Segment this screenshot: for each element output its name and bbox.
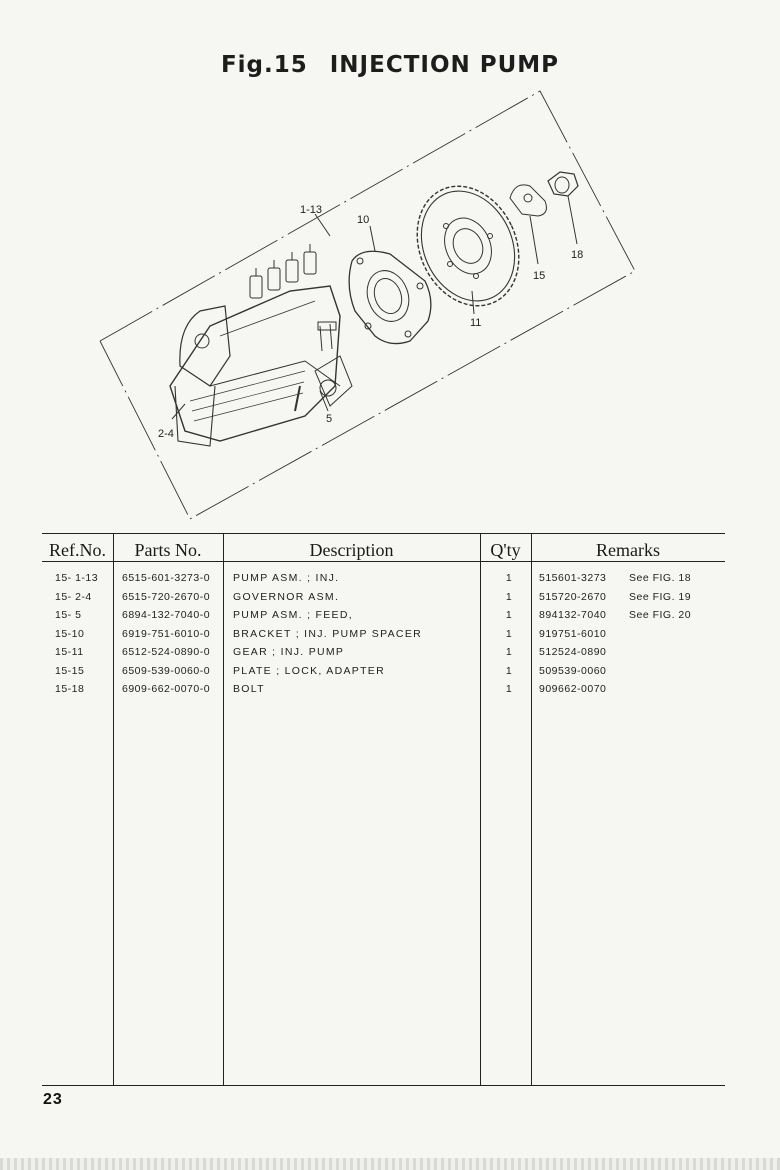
cell-description: GOVERNOR ASM. xyxy=(233,590,340,603)
callout-10: 10 xyxy=(357,214,369,226)
cell-description: PLATE ; LOCK, ADAPTER xyxy=(233,664,385,677)
callout-5: 5 xyxy=(326,413,332,425)
cell-qty: 1 xyxy=(505,627,513,640)
table-row: 15-11 6512-524-0890-0 GEAR ; INJ. PUMP 1… xyxy=(42,644,725,663)
header-ref-no: Ref.No. xyxy=(49,540,106,560)
cell-see-fig: See FIG. 20 xyxy=(629,609,692,621)
cell-qty: 1 xyxy=(505,590,513,603)
table-row: 15-18 6909-662-0070-0 BOLT 1 909662-0070 xyxy=(42,681,725,700)
table-row: 15- 5 6894-132-7040-0 PUMP ASM. ; FEED, … xyxy=(42,607,725,626)
table-row: 15- 1-13 6515-601-3273-0 PUMP ASM. ; INJ… xyxy=(42,570,725,589)
cell-see-fig: See FIG. 19 xyxy=(629,590,692,603)
header-remarks: Remarks xyxy=(596,540,660,560)
cell-part: 6509-539-0060-0 xyxy=(122,664,211,677)
cell-ref: 15- 5 xyxy=(55,609,82,621)
callout-1-13: 1-13 xyxy=(300,204,322,216)
cell-remark: 515720-2670 xyxy=(539,590,607,603)
cell-ref: 15-15 xyxy=(55,664,85,677)
callout-2-4: 2-4 xyxy=(158,428,174,440)
cell-part: 6515-720-2670-0 xyxy=(122,590,211,603)
cell-part: 6512-524-0890-0 xyxy=(122,646,211,658)
figure-title: Fig.15 INJECTION PUMP xyxy=(0,52,780,78)
parts-table: Ref.No. Parts No. Description Q'ty Remar… xyxy=(42,533,725,1086)
cell-remark: 919751-6010 xyxy=(539,627,607,640)
header-parts-no: Parts No. xyxy=(134,540,202,560)
cell-description: PUMP ASM. ; INJ. xyxy=(233,572,340,584)
cell-description: GEAR ; INJ. PUMP xyxy=(233,646,345,658)
cell-qty: 1 xyxy=(505,609,513,621)
cell-remark: 909662-0070 xyxy=(539,683,607,695)
figure-label: Fig.15 xyxy=(220,52,308,78)
col-divider-qty xyxy=(531,533,532,1085)
callout-18: 18 xyxy=(571,249,583,261)
callout-15: 15 xyxy=(533,270,545,282)
cell-description: BRACKET ; INJ. PUMP SPACER xyxy=(233,627,423,640)
cell-ref: 15-18 xyxy=(55,683,85,695)
cell-description: PUMP ASM. ; FEED, xyxy=(233,609,353,621)
cell-remark: 515601-3273 xyxy=(539,572,607,584)
cell-part: 6909-662-0070-0 xyxy=(122,683,211,695)
cell-qty: 1 xyxy=(505,664,513,677)
cell-part: 6515-601-3273-0 xyxy=(122,572,211,584)
callout-11: 11 xyxy=(470,317,481,329)
table-header-rule xyxy=(42,561,725,562)
table-bottom-rule xyxy=(42,1085,725,1086)
cell-ref: 15-11 xyxy=(55,646,84,658)
table-row: 15- 2-4 6515-720-2670-0 GOVERNOR ASM. 1 … xyxy=(42,589,725,608)
cell-qty: 1 xyxy=(505,646,513,658)
cell-part: 6894-132-7040-0 xyxy=(122,609,211,621)
col-divider-desc xyxy=(480,533,481,1085)
table-row: 15-15 6509-539-0060-0 PLATE ; LOCK, ADAP… xyxy=(42,663,725,682)
cell-qty: 1 xyxy=(505,683,513,695)
cell-remark: 894132-7040 xyxy=(539,609,607,621)
cell-part: 6919-751-6010-0 xyxy=(122,627,211,640)
table-body: 15- 1-13 6515-601-3273-0 PUMP ASM. ; INJ… xyxy=(42,570,725,700)
cell-ref: 15- 2-4 xyxy=(55,590,92,603)
scan-edge xyxy=(0,1158,780,1170)
table-top-rule xyxy=(42,533,725,534)
header-qty: Q'ty xyxy=(490,540,521,560)
cell-ref: 15- 1-13 xyxy=(55,572,99,584)
cell-qty: 1 xyxy=(505,572,513,584)
cell-description: BOLT xyxy=(233,683,265,695)
cell-remark: 512524-0890 xyxy=(539,646,607,658)
col-divider-part xyxy=(223,533,224,1085)
header-description: Description xyxy=(309,540,394,560)
figure-name: INJECTION PUMP xyxy=(329,52,560,78)
table-row: 15-10 6919-751-6010-0 BRACKET ; INJ. PUM… xyxy=(42,626,725,645)
cell-see-fig: See FIG. 18 xyxy=(629,572,692,584)
exploded-diagram: 1-13 10 2-4 5 11 15 18 xyxy=(99,90,636,520)
page-number: 23 xyxy=(43,1091,63,1108)
cell-ref: 15-10 xyxy=(55,627,85,640)
cell-remark: 509539-0060 xyxy=(539,664,607,677)
col-divider-ref xyxy=(113,533,114,1085)
